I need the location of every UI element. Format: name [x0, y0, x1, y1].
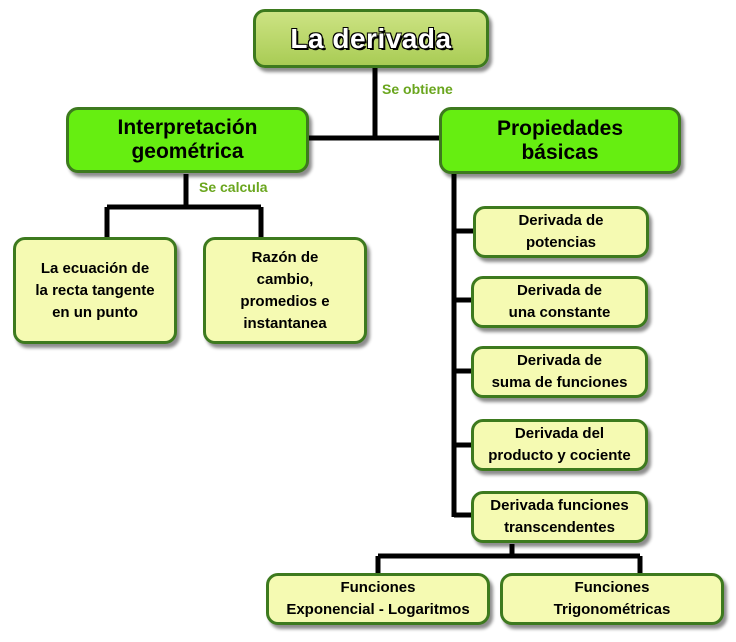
- node-funciones-exponencial-logaritmos: Funciones Exponencial - Logaritmos: [266, 573, 490, 625]
- leaf-line: Exponencial - Logaritmos: [286, 601, 470, 618]
- leaf-line: promedios e: [240, 292, 330, 310]
- node-ecuacion-recta-tangente: La ecuación de la recta tangente en un p…: [13, 237, 177, 344]
- leaf-line: en un punto: [52, 303, 138, 321]
- node-propiedades-basicas: Propiedades básicas: [439, 107, 681, 174]
- node-razon-de-cambio: Razón de cambio, promedios e instantanea: [203, 237, 367, 344]
- edge-label-se-obtiene: Se obtiene: [382, 81, 453, 97]
- leaf-line: cambio,: [256, 270, 314, 288]
- leaf-line: Derivada del: [514, 425, 605, 442]
- node-derivada-funciones-transcendentes: Derivada funciones transcendentes: [471, 491, 648, 543]
- node-derivada-constante: Derivada de una constante: [471, 276, 648, 328]
- leaf-line: una constante: [508, 304, 611, 321]
- propiedades-title-line2: básicas: [521, 140, 599, 164]
- propiedades-title-line1: Propiedades: [496, 116, 624, 140]
- interpretacion-title-line1: Interpretación: [117, 116, 258, 139]
- leaf-line: Funciones: [340, 579, 416, 596]
- leaf-line: Derivada de: [516, 352, 603, 369]
- leaf-line: suma de funciones: [491, 374, 628, 391]
- leaf-line: instantanea: [243, 314, 327, 332]
- leaf-line: Trigonométricas: [553, 601, 671, 618]
- interpretacion-title-line2: geométrica: [131, 140, 244, 163]
- root-label: La derivada: [290, 22, 452, 54]
- node-derivada-producto-cociente: Derivada del producto y cociente: [471, 419, 648, 471]
- node-interpretacion-geometrica: Interpretación geométrica: [66, 107, 309, 173]
- node-derivada-suma-funciones: Derivada de suma de funciones: [471, 346, 648, 398]
- edge-label-se-calcula: Se calcula: [199, 179, 268, 195]
- leaf-line: producto y cociente: [488, 447, 631, 464]
- leaf-line: Derivada de: [518, 212, 604, 229]
- leaf-line: transcendentes: [504, 519, 615, 536]
- leaf-line: Derivada de: [516, 282, 603, 299]
- node-funciones-trigonometricas: Funciones Trigonométricas: [500, 573, 724, 625]
- leaf-line: Razón de: [251, 248, 319, 266]
- leaf-line: Derivada funciones: [490, 497, 629, 514]
- leaf-line: la recta tangente: [35, 281, 155, 299]
- root-node-la-derivada: La derivada: [253, 9, 489, 68]
- leaf-line: Funciones: [574, 579, 650, 596]
- leaf-line: potencias: [525, 234, 597, 251]
- leaf-line: La ecuación de: [40, 259, 150, 277]
- node-derivada-potencias: Derivada de potencias: [473, 206, 649, 258]
